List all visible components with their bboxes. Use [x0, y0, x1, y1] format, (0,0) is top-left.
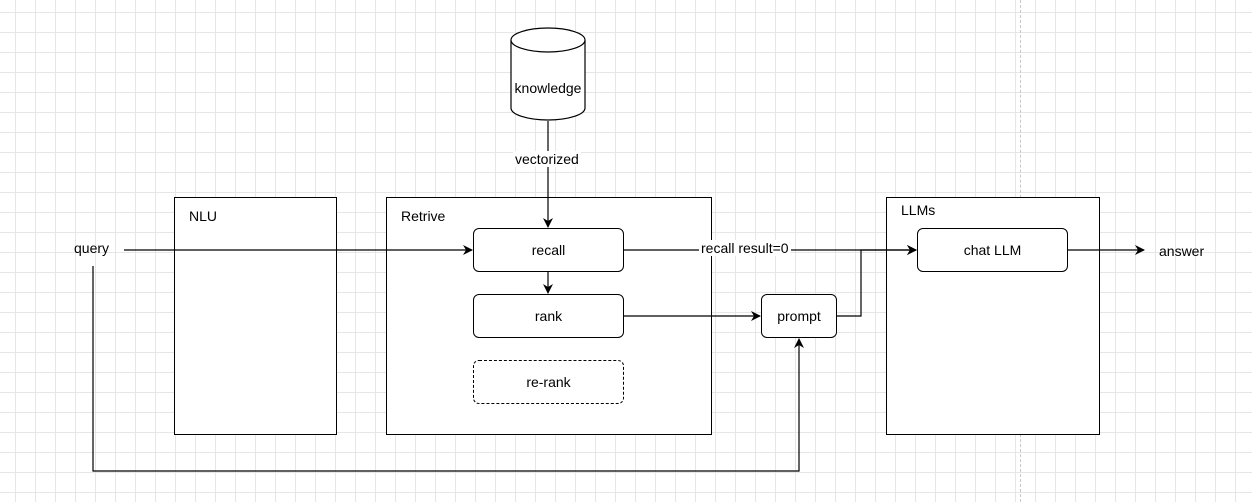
rank-node[interactable]: rank [473, 294, 624, 338]
vectorized-label: vectorized [513, 151, 581, 167]
recall-node[interactable]: recall [473, 228, 624, 272]
chat-llm-node[interactable]: chat LLM [917, 228, 1068, 272]
answer-label: answer [1159, 243, 1205, 259]
edge-query-prompt [92, 266, 804, 472]
retrive-title: Retrive [401, 208, 446, 224]
rerank-node[interactable]: re-rank [473, 360, 624, 404]
knowledge-label: knowledge [514, 80, 582, 96]
llms-title: LLMs [901, 202, 936, 218]
recall-result-label: recall result=0 [699, 240, 791, 256]
nlu-container[interactable]: NLU [174, 197, 337, 435]
query-label: query [74, 240, 110, 256]
edge-prompt-chatllm [836, 245, 917, 317]
prompt-node[interactable]: prompt [761, 294, 837, 338]
knowledge-store[interactable] [510, 27, 586, 121]
nlu-title: NLU [189, 208, 218, 224]
